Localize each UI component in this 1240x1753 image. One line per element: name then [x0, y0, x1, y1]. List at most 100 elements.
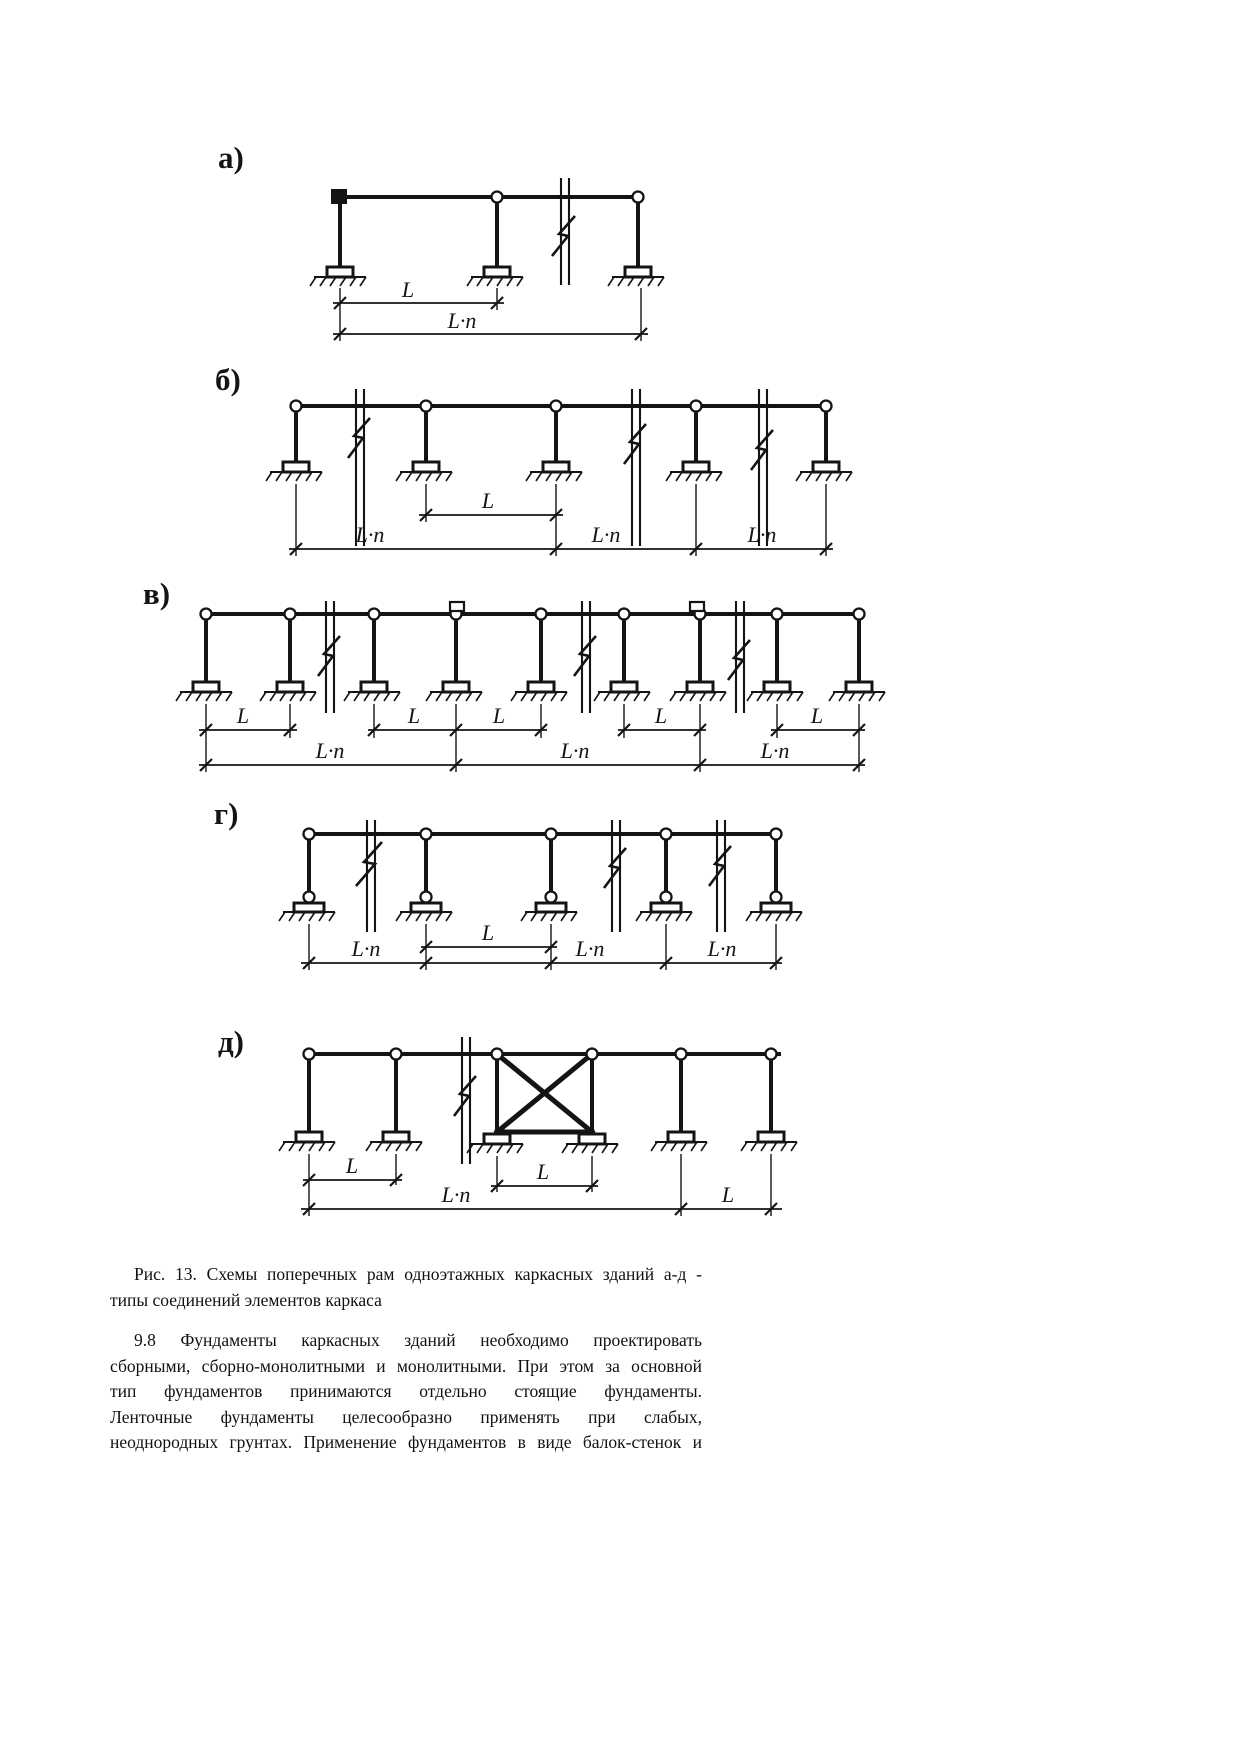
hinge-joint [419, 399, 433, 413]
hinge-joint [534, 607, 548, 621]
dimension-label: L [721, 1182, 734, 1207]
break-mark [602, 820, 627, 932]
dimension-label: L·n [355, 522, 385, 547]
dimension-label: L·n [747, 522, 777, 547]
columns [307, 1052, 773, 1134]
footing [465, 1132, 525, 1155]
hinge-joint [585, 1047, 599, 1061]
hinge-joint [617, 607, 631, 621]
footing [664, 460, 724, 483]
dimension-label: L·n [591, 522, 621, 547]
dimension-label: L [481, 920, 494, 945]
diagram-v: в) [143, 576, 887, 773]
diagram-g-label: г) [214, 796, 238, 831]
break-mark [355, 820, 383, 932]
pin-support [519, 890, 579, 923]
break-mark [749, 389, 774, 546]
paragraph-9-8: 9.8 Фундаменты каркасных зданий необходи… [110, 1328, 702, 1456]
hinge-joint [490, 190, 504, 204]
dimension-label: L [654, 703, 667, 728]
dimension-label: L·n [441, 1182, 471, 1207]
columns [338, 195, 640, 269]
diagram-b-label: б) [215, 362, 241, 397]
hinge-joint [302, 827, 316, 841]
break-mark [316, 601, 341, 713]
footing [174, 680, 234, 703]
paragraph-line: Ленточные фундаменты целесообразно приме… [110, 1406, 702, 1427]
hinge-joint [419, 827, 433, 841]
paragraph-line: сборными, сборно-монолитными и монолитны… [110, 1355, 702, 1376]
dimension-label: L [236, 703, 249, 728]
dimension-label: L·n [351, 936, 381, 961]
columns [294, 404, 828, 464]
dimensions: L L·n [332, 277, 649, 342]
footing [509, 680, 569, 703]
hinge-joint [674, 1047, 688, 1061]
caption-line-2: типы соединений элементов каркаса [110, 1289, 382, 1310]
break-mark [622, 389, 647, 546]
hinge-joint [549, 399, 563, 413]
hinge-joint [289, 399, 303, 413]
diagram-b: б) [215, 362, 854, 557]
dimension-label: L·n [707, 936, 737, 961]
hinge-joint [852, 607, 866, 621]
pin-support [277, 890, 337, 923]
break-mark [346, 389, 371, 546]
dimension-label: L [345, 1153, 358, 1178]
hinge-joint [770, 607, 784, 621]
footing [342, 680, 402, 703]
paragraph-line: тип фундаментов принимаются отдельно сто… [110, 1381, 702, 1401]
dimensions: L L·n L·n L·n [301, 920, 784, 971]
hinge-joint [302, 1047, 316, 1061]
break-mark [452, 1037, 477, 1164]
pin-support [394, 890, 454, 923]
dimension-label: L [536, 1159, 549, 1184]
dimension-label: L·n [575, 936, 605, 961]
footing [739, 1130, 799, 1153]
break-mark [572, 601, 597, 713]
footing [258, 680, 318, 703]
columns [307, 832, 778, 898]
dimension-label: L [481, 488, 494, 513]
hinge-joint [764, 1047, 778, 1061]
diagram-d: д) [218, 1024, 799, 1217]
hinge-joint [659, 827, 673, 841]
dimensions: L L L L L L·n L·n L·n [198, 703, 867, 773]
footing [649, 1130, 709, 1153]
rigid-joint [331, 189, 347, 204]
connection-mark [448, 600, 466, 613]
footing [745, 680, 805, 703]
dimensions: L L L·n L [301, 1153, 782, 1217]
break-mark [707, 820, 732, 932]
diagram-g: г) [214, 796, 804, 971]
footing [606, 265, 666, 288]
hinge-joint [769, 827, 783, 841]
diagram-a: а) L L·n [218, 140, 666, 342]
hinge-joint [367, 607, 381, 621]
hinge-joint [544, 827, 558, 841]
hinge-joint [689, 399, 703, 413]
footing [308, 265, 368, 288]
figure-caption: Рис. 13. Схемы поперечных рам одноэтажны… [110, 1262, 702, 1313]
paragraph-line: 9.8 Фундаменты каркасных зданий необходи… [134, 1330, 702, 1350]
footing [668, 680, 728, 703]
hinge-joint [631, 190, 645, 204]
figure-13-drawing: а) L L·n б) [143, 140, 887, 1217]
dimension-label: L [810, 703, 823, 728]
dimensions: L L·n L·n L·n [288, 484, 834, 557]
hinge-joint [490, 1047, 504, 1061]
hinge-joint [819, 399, 833, 413]
hinge-joint [283, 607, 297, 621]
diagram-v-label: в) [143, 576, 170, 611]
footing [424, 680, 484, 703]
diagram-d-label: д) [218, 1024, 244, 1059]
footing [827, 680, 887, 703]
diagram-a-label: а) [218, 140, 244, 175]
footing [277, 1130, 337, 1153]
cross-brace [493, 1050, 596, 1136]
footing [364, 1130, 424, 1153]
break-mark [550, 178, 576, 285]
dimension-label: L·n [760, 738, 790, 763]
dimension-label: L [401, 277, 414, 302]
